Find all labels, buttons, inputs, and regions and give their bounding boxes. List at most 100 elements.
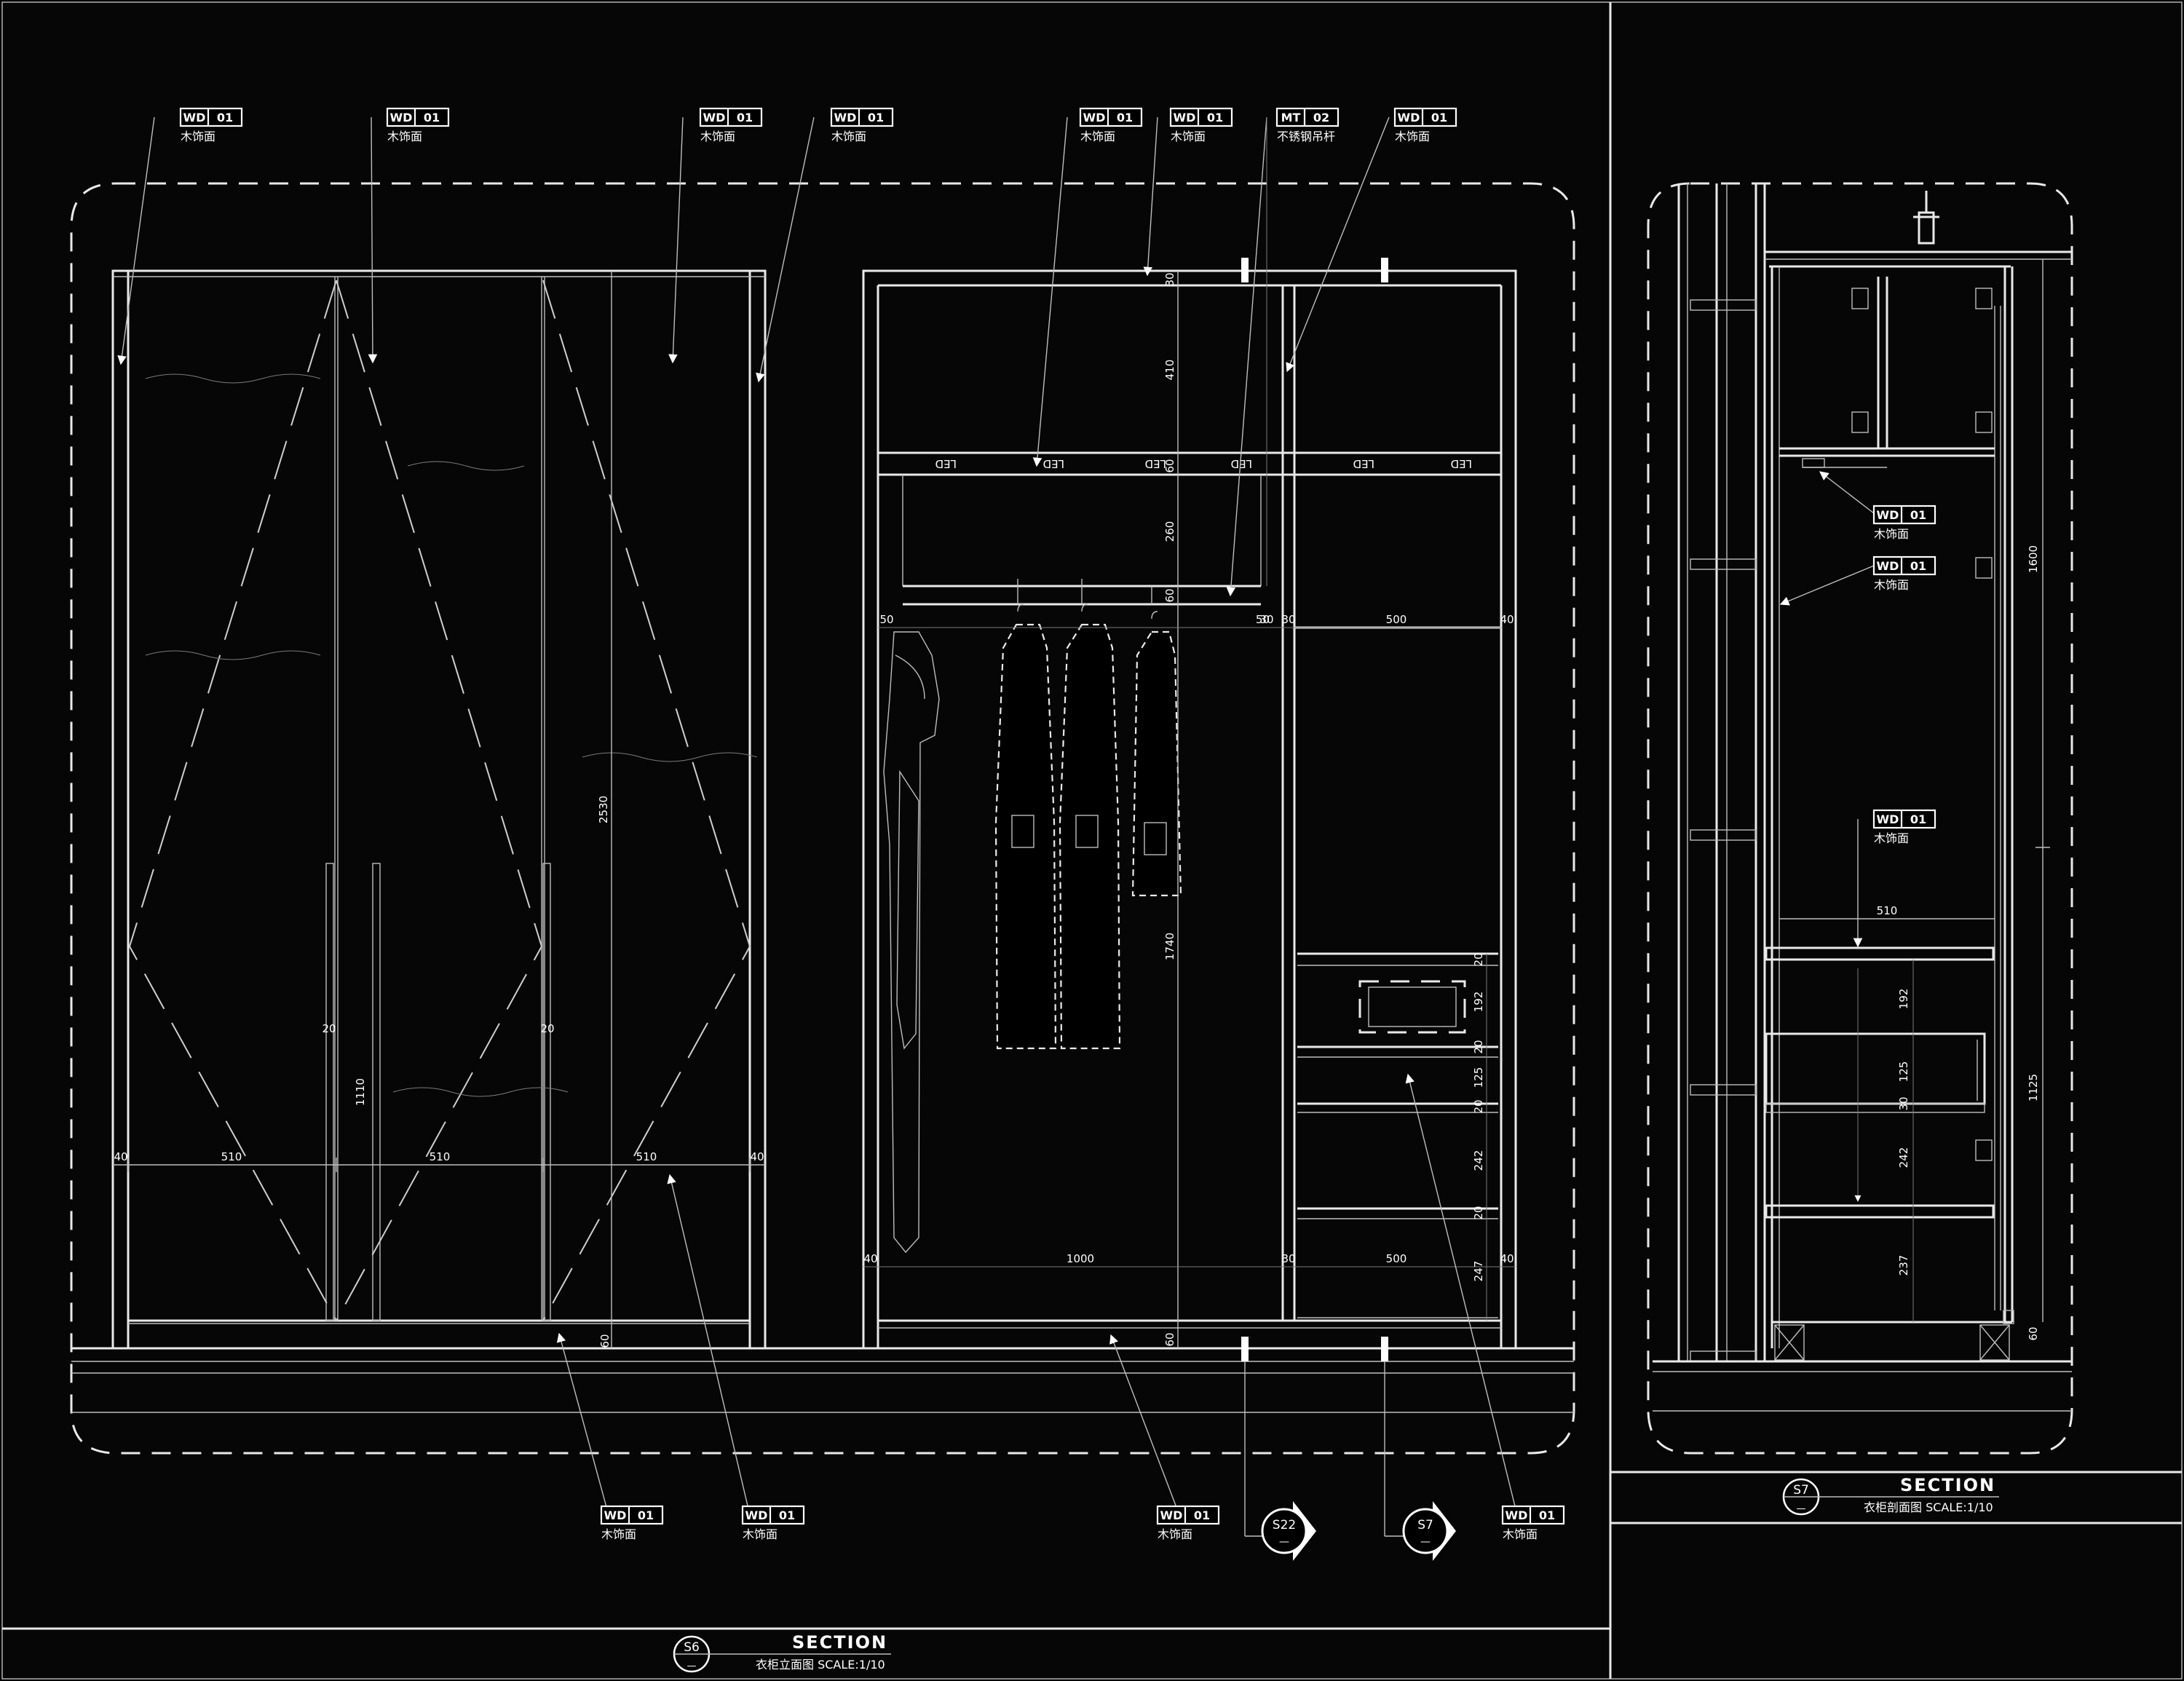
svg-text:木饰面: 木饰面 — [831, 130, 866, 143]
dim-door-left-edge: 40 — [114, 1150, 127, 1163]
svg-text:01: 01 — [1910, 508, 1926, 522]
hanging-garments — [994, 579, 1182, 1050]
elevation-cut-boundary — [70, 182, 1575, 1455]
svg-text:不锈钢吊杆: 不锈钢吊杆 — [1277, 130, 1335, 143]
dim-mid-50b: 50 — [1256, 613, 1270, 626]
dim-section-510: 510 — [1877, 904, 1898, 917]
floor-lines — [71, 1347, 1574, 1413]
dim-section-60: 60 — [2027, 1326, 2040, 1340]
svg-text:木饰面: 木饰面 — [1874, 527, 1909, 541]
svg-text:木饰面: 木饰面 — [1395, 130, 1430, 143]
door-dimensions: 40 510 510 510 40 2530 60 1110 20 20 — [113, 271, 765, 1348]
svg-text:木饰面: 木饰面 — [387, 130, 422, 143]
section-dimensions: 1600 1125 60 510 192 125 30 242 237 — [1779, 259, 2050, 1341]
dim-hang-height: 1740 — [1163, 933, 1176, 960]
section-tag-2: WD 01 木饰面 — [1872, 555, 1936, 592]
dim-bottom-1000: 1000 — [1067, 1252, 1094, 1265]
led-label-6: LED — [1451, 457, 1472, 470]
svg-text:WD: WD — [604, 1508, 627, 1522]
dim-mid-500: 500 — [1386, 613, 1407, 626]
dim-section-1125: 1125 — [2027, 1074, 2040, 1101]
dim-60a: 60 — [1163, 459, 1176, 472]
svg-text:WD: WD — [1398, 111, 1420, 124]
dim-door-2: 510 — [430, 1150, 451, 1163]
svg-text:木饰面: 木饰面 — [1158, 1527, 1192, 1541]
svg-text:木饰面: 木饰面 — [1080, 130, 1115, 143]
svg-text:01: 01 — [424, 111, 440, 124]
svg-text:WD: WD — [745, 1508, 768, 1522]
title-section-dash: — — [1797, 1503, 1806, 1514]
material-tag-4: WD 01 木饰面 — [830, 107, 894, 143]
svg-text:WD: WD — [1174, 111, 1196, 124]
svg-text:MT: MT — [1281, 111, 1301, 124]
svg-text:02: 02 — [1313, 111, 1329, 124]
dim-drawer-192: 192 — [1472, 992, 1485, 1013]
dim-section-125: 125 — [1897, 1061, 1910, 1083]
dim-door-base: 60 — [598, 1334, 612, 1348]
title-elevation-subtitle: 衣柜立面图 SCALE:1/10 — [756, 1658, 885, 1672]
svg-text:01: 01 — [1207, 111, 1223, 124]
svg-text:01: 01 — [1910, 559, 1926, 573]
section-leader-lines — [1779, 471, 1875, 1202]
material-tag-3: WD 01 木饰面 — [699, 107, 763, 143]
dim-60b: 60 — [1163, 588, 1176, 602]
svg-text:木饰面: 木饰面 — [601, 1527, 636, 1541]
dim-door-3: 510 — [636, 1150, 657, 1163]
svg-text:01: 01 — [779, 1508, 795, 1522]
title-elevation-dash: — — [687, 1661, 697, 1672]
dim-handle: 1110 — [354, 1078, 367, 1106]
wardrobe-interior-elevation: LED LED LED LED LED LED — [862, 269, 1517, 1350]
svg-text:WD: WD — [703, 111, 726, 124]
svg-text:WD: WD — [390, 111, 413, 124]
dim-gap-2: 20 — [540, 1022, 554, 1035]
svg-text:WD: WD — [1160, 1508, 1183, 1522]
dim-drawer-247: 247 — [1472, 1261, 1485, 1282]
led-label-3: LED — [1145, 457, 1166, 470]
section-cabinet-body — [1653, 191, 2072, 1412]
dim-bottom-40a: 40 — [863, 1252, 877, 1265]
tag-number: 01 — [217, 111, 233, 124]
led-label-2: LED — [1043, 457, 1064, 470]
svg-text:木饰面: 木饰面 — [1874, 831, 1909, 845]
section-cut-boundary — [1647, 182, 2073, 1455]
tag-code: WD — [183, 111, 206, 124]
title-block-section: S7 — SECTION 衣柜剖面图 SCALE:1/10 — [1782, 1475, 1999, 1516]
dim-door-height: 2530 — [597, 796, 610, 823]
svg-text:01: 01 — [638, 1508, 654, 1522]
material-tag-9: WD 01 木饰面 — [600, 1505, 664, 1541]
section-tag-3: WD 01 木饰面 — [1872, 809, 1936, 845]
callout-s7[interactable]: S7 — — [1402, 1501, 1456, 1561]
svg-text:01: 01 — [1194, 1508, 1210, 1522]
svg-text:WD: WD — [1506, 1508, 1528, 1522]
callout-s22-id: S22 — [1273, 1518, 1296, 1532]
material-tag-2: WD 01 木饰面 — [386, 107, 450, 143]
dim-mid-40: 40 — [1500, 613, 1514, 626]
dim-drawer-20d: 20 — [1472, 1206, 1485, 1219]
dim-drawer-20c: 20 — [1472, 1099, 1485, 1113]
svg-text:WD: WD — [1877, 812, 1899, 826]
led-label-5: LED — [1353, 457, 1374, 470]
svg-text:01: 01 — [1539, 1508, 1555, 1522]
section-cut-markers — [1241, 258, 1406, 1537]
material-tag-10: WD 01 木饰面 — [741, 1505, 805, 1541]
svg-text:01: 01 — [1117, 111, 1133, 124]
svg-text:木饰面: 木饰面 — [1874, 578, 1909, 592]
dim-drawer-20a: 20 — [1472, 952, 1485, 966]
dim-section-237: 237 — [1897, 1255, 1910, 1276]
callout-s22[interactable]: S22 — — [1261, 1501, 1316, 1561]
dim-410: 410 — [1163, 360, 1176, 381]
side-accessory-rack — [883, 631, 940, 1254]
dim-gap-1: 20 — [322, 1022, 336, 1035]
title-section-heading: SECTION — [1900, 1475, 1995, 1495]
svg-text:WD: WD — [1083, 111, 1106, 124]
svg-text:WD: WD — [1877, 559, 1899, 573]
dim-section-242: 242 — [1897, 1147, 1910, 1168]
wardrobe-door-elevation — [111, 269, 767, 1350]
leader-lines — [117, 116, 1518, 1516]
dim-drawer-20b: 20 — [1472, 1040, 1485, 1053]
dim-door-1: 510 — [221, 1150, 242, 1163]
svg-text:WD: WD — [1877, 508, 1899, 522]
material-tag-6: WD 01 木饰面 — [1169, 107, 1233, 143]
svg-text:木饰面: 木饰面 — [1171, 130, 1206, 143]
